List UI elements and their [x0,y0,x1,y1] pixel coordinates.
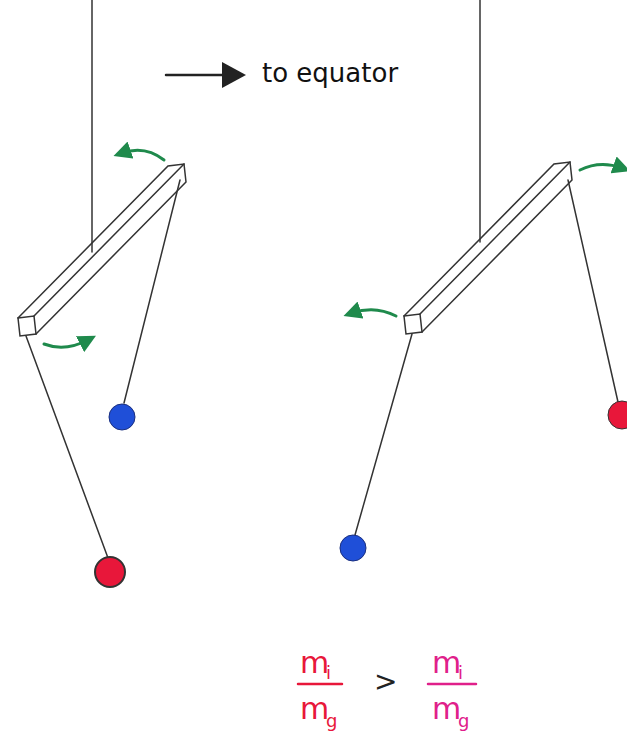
comparison-sign: > [374,668,397,696]
rotation-arrow [44,340,88,347]
direction-arrow [166,74,226,77]
direction-arrowhead [222,62,246,88]
pendulum-string [568,180,618,402]
subscript: i [326,664,331,682]
suspension-thread [91,0,93,252]
suspension-thread [479,0,481,242]
pendulum-string [26,336,108,558]
fraction-bar [428,683,476,686]
inertial-mass-symbol: m [300,648,329,678]
pendulum-string [124,180,180,403]
gravitational-mass-symbol: m [432,694,461,724]
blue-mass [340,535,366,561]
balance-beam [404,162,572,334]
blue-mass [109,404,135,430]
inertial-mass-symbol: m [432,648,461,678]
rotation-arrow [122,150,164,160]
subscript: i [458,664,463,682]
balance-beam [18,164,186,336]
gravitational-mass-symbol: m [300,694,329,724]
red-mass [95,557,125,587]
red-mass [608,401,627,429]
rotation-arrow [580,164,622,170]
direction-label: to equator [262,60,398,86]
subscript: g [326,712,337,730]
pendulum-string [355,334,412,535]
fraction-bar [298,683,342,686]
subscript: g [458,712,469,730]
rotation-arrow [352,310,396,316]
